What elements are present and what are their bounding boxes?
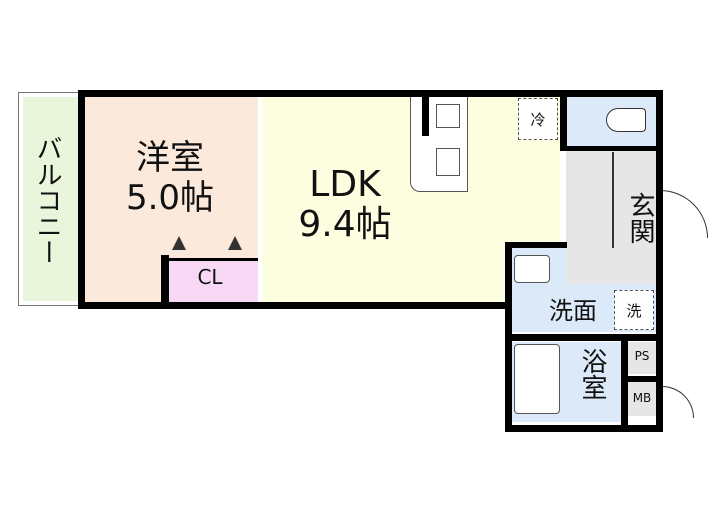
balcony-label: バルコニー: [32, 135, 62, 265]
closet: [168, 258, 258, 302]
mb-space: [628, 382, 656, 416]
ps-space: [628, 342, 656, 374]
washroom-label: 洗面: [549, 297, 597, 325]
mb-door-icon: [660, 386, 694, 418]
entrance-label: 玄関: [625, 192, 655, 244]
bathtub-icon: [514, 344, 560, 414]
entrance-door-icon: [660, 190, 708, 238]
closet-door-left-icon: [172, 236, 186, 250]
washbasin-icon: [514, 255, 550, 283]
closet-door-right-icon: [228, 236, 242, 250]
washer-space: 洗: [614, 290, 654, 330]
closet-label: CL: [197, 265, 223, 289]
ldk-label: LDK: [309, 164, 381, 205]
balcony: バルコニー: [18, 92, 80, 306]
bathroom-label: 浴室: [577, 348, 607, 400]
sink-icon: [436, 148, 460, 176]
kitchen-counter: [410, 96, 468, 192]
western-room-label: 洋室: [136, 138, 204, 178]
stove-icon: [436, 104, 460, 128]
fridge-space: 冷: [518, 98, 558, 140]
western-room-size: 5.0帖: [125, 178, 215, 218]
ldk-size: 9.4帖: [298, 204, 392, 245]
mb-label: MB: [632, 391, 652, 405]
toilet-icon: [606, 108, 646, 132]
ps-label: PS: [634, 349, 650, 363]
